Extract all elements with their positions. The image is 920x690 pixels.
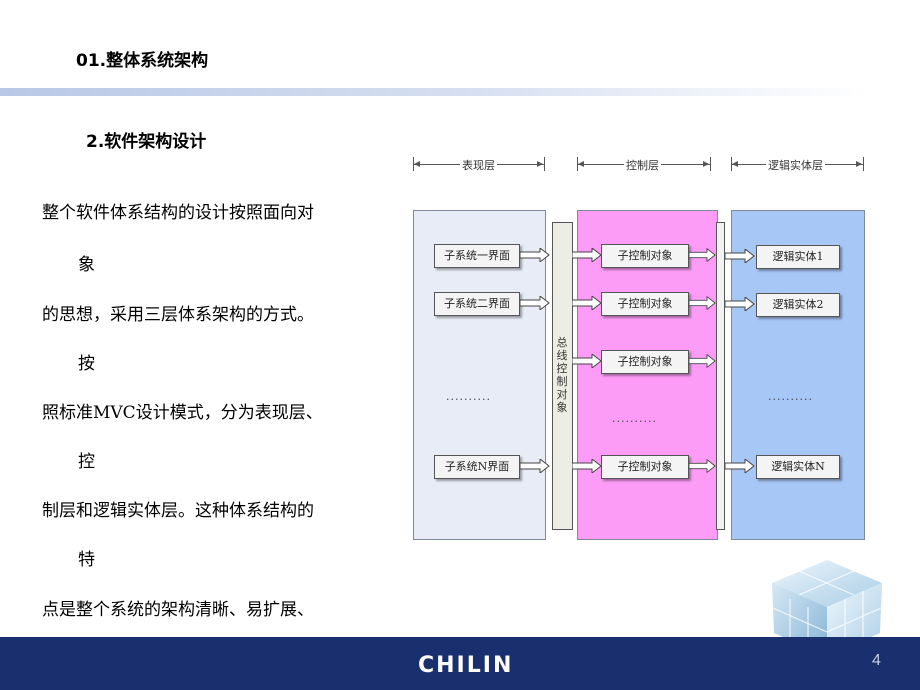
presentation-node: 子系统二界面 [434,292,520,316]
block-arrow-icon [725,249,755,263]
control-entity-connector-bar [716,222,725,530]
header-gradient-band [0,88,870,96]
layer-label-control: 控制层 [624,157,661,173]
body-line: 照标准MVC设计模式，分为表现层、 [42,403,323,423]
presentation-ellipsis: .......... [446,390,491,403]
slide-heading-subsection: 2.软件架构设计 [86,132,207,152]
body-line: 按 [78,354,95,374]
slide-heading-section: 01.整体系统架构 [76,51,209,71]
entity-node: 逻辑实体N [756,455,840,479]
block-arrow-icon [520,248,550,262]
bus-control-label: 总线控制对象 [556,336,568,414]
presentation-node: 子系统N界面 [434,455,520,479]
control-node: 子控制对象 [601,455,689,479]
body-line: 特 [78,550,95,570]
control-node: 子控制对象 [601,350,689,374]
body-line: 象 [78,255,95,275]
control-ellipsis: .......... [612,412,657,425]
entity-node: 逻辑实体1 [756,245,840,269]
block-arrow-icon [572,459,602,473]
block-arrow-icon [689,459,716,473]
page-number: 4 [872,652,881,669]
body-line: 的思想，采用三层体系架构的方式。 [42,305,314,325]
bus-control-object [552,222,573,530]
footer-bar [0,637,920,690]
brand-logo: CHILIN [418,653,514,678]
entity-ellipsis: .......... [768,390,813,403]
block-arrow-icon [520,296,550,310]
layer-label-entity: 逻辑实体层 [766,157,825,173]
body-line: 制层和逻辑实体层。这种体系结构的 [42,501,314,521]
control-node: 子控制对象 [601,244,689,268]
body-line: 整个软件体系结构的设计按照面向对 [42,203,314,223]
control-node: 子控制对象 [601,292,689,316]
presentation-node: 子系统一界面 [434,244,520,268]
body-line: 控 [78,452,95,472]
block-arrow-icon [572,296,602,310]
block-arrow-icon [725,459,755,473]
block-arrow-icon [572,354,602,368]
layer-label-presentation: 表现层 [460,157,497,173]
block-arrow-icon [725,297,755,311]
entity-node: 逻辑实体2 [756,293,840,317]
block-arrow-icon [689,248,716,262]
block-arrow-icon [689,354,716,368]
block-arrow-icon [520,459,550,473]
block-arrow-icon [572,248,602,262]
body-line: 点是整个系统的架构清晰、易扩展、 [42,600,314,620]
block-arrow-icon [689,296,716,310]
